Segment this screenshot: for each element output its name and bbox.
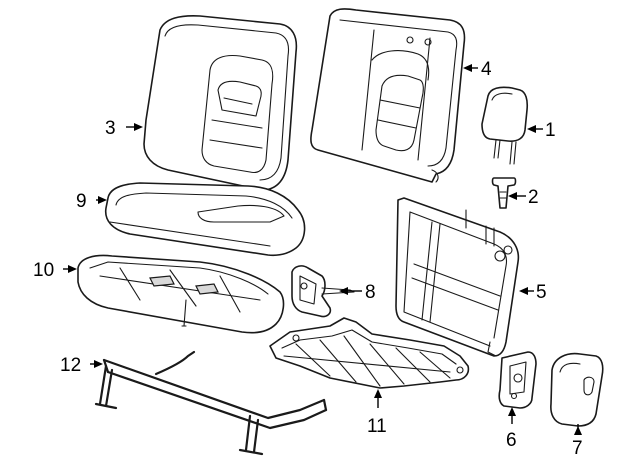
callout-3: 3 (105, 118, 116, 139)
headrest-guide[interactable] (491, 177, 517, 209)
callout-7: 7 (572, 438, 583, 459)
callout-12: 12 (60, 355, 81, 376)
callout-4: 4 (481, 59, 492, 80)
seatback-pad[interactable] (310, 8, 466, 183)
callout-8: 8 (365, 282, 376, 303)
seatback-cover[interactable] (143, 15, 298, 191)
leader-lines (63, 64, 582, 435)
trim-cover[interactable] (550, 352, 604, 427)
callout-5: 5 (536, 282, 547, 303)
support-rod[interactable] (94, 350, 328, 456)
latch-bracket[interactable] (498, 351, 537, 409)
cushion-frame[interactable] (269, 317, 470, 389)
cushion-pad[interactable] (77, 254, 285, 334)
callout-2: 2 (528, 187, 539, 208)
cushion-cover[interactable] (104, 182, 306, 257)
callout-11: 11 (367, 416, 387, 437)
hinge-bracket[interactable] (291, 265, 355, 318)
callout-9: 9 (76, 191, 87, 212)
callout-labels: 1 2 3 4 5 6 7 8 9 10 11 12 (33, 59, 583, 459)
callout-1: 1 (545, 120, 556, 141)
callout-10: 10 (33, 260, 54, 281)
headrest[interactable] (481, 86, 529, 165)
callout-6: 6 (506, 430, 517, 451)
seatback-frame[interactable] (395, 197, 520, 357)
